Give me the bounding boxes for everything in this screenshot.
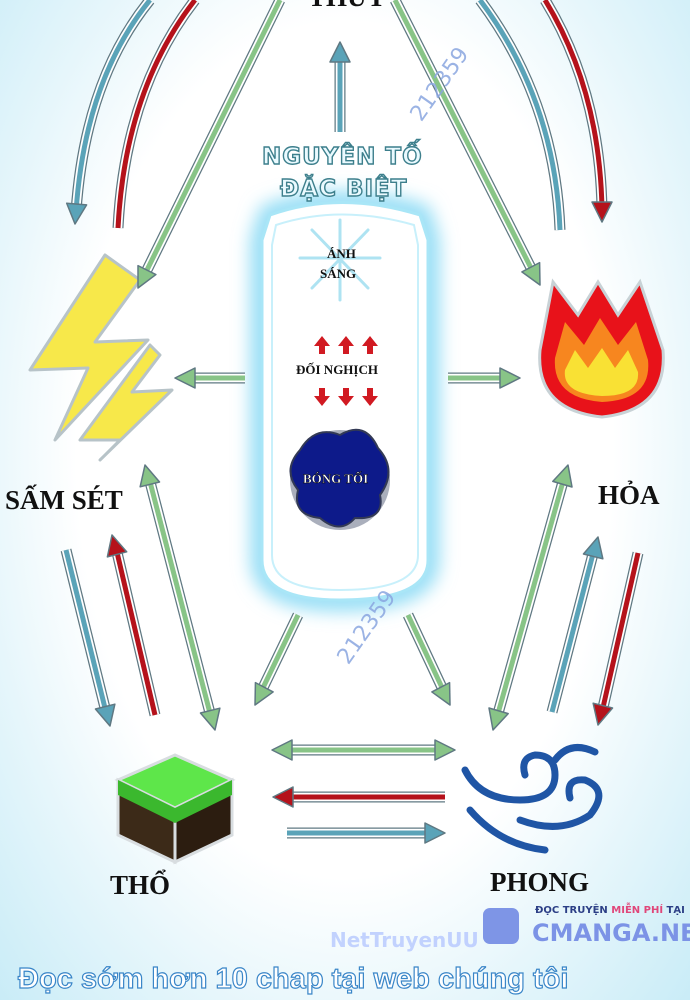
arrowhead xyxy=(431,681,451,706)
relation-arrow xyxy=(491,476,570,719)
relation-arrow xyxy=(141,0,285,275)
relation-arrow xyxy=(60,548,112,714)
arrowhead xyxy=(272,786,294,808)
light-label-line1: ÁNH xyxy=(327,246,356,261)
darkness-blob-icon xyxy=(289,428,390,530)
node-label-tho: THỔ xyxy=(110,870,171,900)
cmanga-logo-icon xyxy=(483,908,519,944)
logo-name: CMANGA.NET xyxy=(532,919,690,947)
opposition-down-arrows-icon xyxy=(314,388,378,406)
arrowhead xyxy=(499,367,521,389)
relation-arrow xyxy=(143,476,217,719)
relation-arrow xyxy=(255,612,303,697)
relation-arrow xyxy=(596,551,644,714)
relation-arrow xyxy=(546,548,600,714)
arrowhead xyxy=(174,367,196,389)
logo-tagline: ĐỌC TRUYỆN MIỄN PHÍ TẠI xyxy=(535,905,685,917)
opposition-up-arrows-icon xyxy=(314,336,378,354)
arrowhead xyxy=(65,202,88,225)
node-label-thuy: THỦY xyxy=(308,0,386,13)
arrowhead xyxy=(521,261,541,286)
earth-block-icon xyxy=(114,753,236,865)
node-label-hoa: HỎA xyxy=(598,480,660,510)
logo-tagline-c: TẠI xyxy=(666,905,685,916)
relation-arrow xyxy=(112,0,200,229)
logo-tagline-a: ĐỌC TRUYỆN xyxy=(535,905,608,916)
arrowhead xyxy=(254,681,274,706)
arrowhead xyxy=(94,703,116,727)
lightning-icon xyxy=(28,253,174,462)
arrowhead xyxy=(106,534,128,558)
opposition-label: ĐỐI NGHỊCH xyxy=(296,362,378,377)
arrowhead xyxy=(488,707,509,731)
relation-arrow xyxy=(110,546,161,717)
relation-arrow xyxy=(390,0,537,273)
darkness-label: BÓNG TỐI xyxy=(303,471,369,486)
arrowhead xyxy=(592,702,614,726)
node-label-sam-set: SẤM SÉT xyxy=(5,485,123,515)
wind-swirl-icon xyxy=(461,744,603,854)
relation-arrow xyxy=(475,0,566,231)
arrowhead xyxy=(137,264,157,289)
relation-arrow xyxy=(70,0,155,213)
arrowhead xyxy=(139,464,161,488)
arrowhead xyxy=(424,822,446,844)
arrowhead xyxy=(582,536,604,560)
relation-arrows xyxy=(60,0,644,844)
logo-overlay: NetTruyenUU xyxy=(330,928,479,952)
arrowhead xyxy=(552,464,573,488)
node-label-phong: PHONG xyxy=(490,867,589,897)
arrowhead xyxy=(434,739,456,761)
arrowhead xyxy=(591,201,613,223)
arrowhead xyxy=(271,739,293,761)
light-label-line2: SÁNG xyxy=(320,266,357,281)
logo-tagline-b: MIỄN PHÍ xyxy=(611,905,664,916)
special-elements-title-line1: NGUYÊN TỐ xyxy=(261,143,423,170)
relation-arrow xyxy=(540,0,608,211)
relation-arrow xyxy=(403,612,450,697)
arrowhead xyxy=(329,41,351,63)
arrowhead xyxy=(199,707,221,731)
fire-icon xyxy=(538,278,665,419)
footer-banner: Đọc sớm hơn 10 chap tại web chúng tôi xyxy=(17,962,569,995)
light-star-icon xyxy=(298,218,382,302)
special-elements-title-line2: ĐẶC BIỆT xyxy=(279,175,408,202)
